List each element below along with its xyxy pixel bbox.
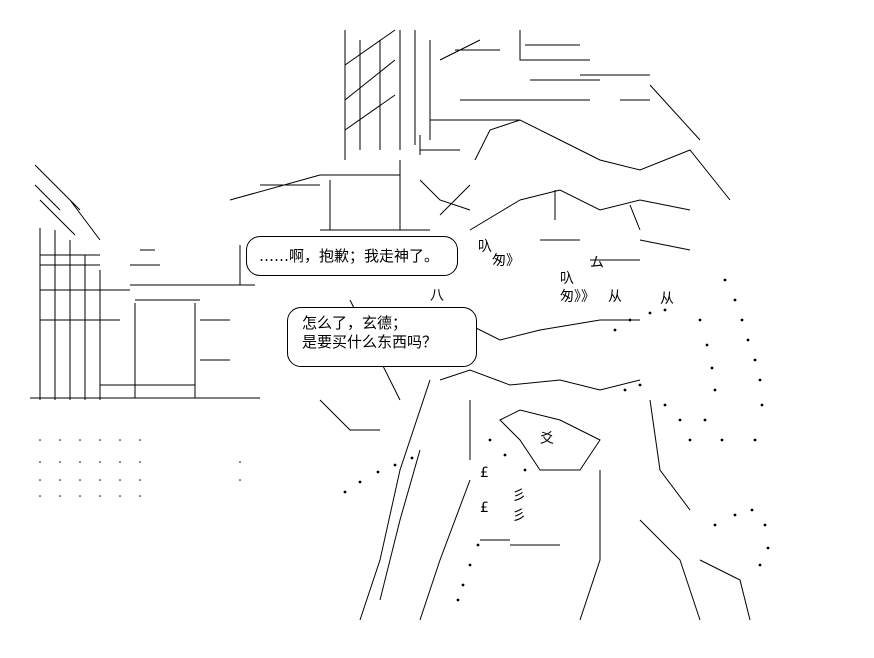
speech-bubble-question: 怎么了，玄德； 是要买什么东西吗？: [287, 307, 477, 367]
art-glyph: 爻: [540, 431, 554, 447]
art-glyph: 从: [660, 291, 674, 307]
dialogue-line: 是要买什么东西吗？: [302, 333, 438, 351]
art-glyph: 叺: [560, 271, 574, 287]
art-glyph: 匆》》: [560, 289, 595, 305]
dialogue-line: ……啊，抱歉；我走神了。: [259, 247, 440, 265]
art-glyph: 彡: [512, 488, 526, 504]
art-glyph: 匆》: [492, 253, 520, 269]
art-glyph: £: [480, 500, 489, 516]
ground-dots: [39, 439, 241, 497]
speech-bubble-apology: ……啊，抱歉；我走神了。: [246, 236, 458, 276]
art-glyph: £: [480, 465, 489, 481]
art-glyph: 从: [608, 289, 622, 305]
art-glyph: ム: [590, 255, 604, 271]
art-glyph: 彡: [512, 508, 526, 524]
left-buildings: [30, 164, 260, 400]
art-glyph: 叺: [478, 239, 492, 255]
art-glyph: 八: [430, 288, 444, 304]
dialogue-line: 怎么了，玄德；: [302, 314, 408, 332]
center-building: [229, 29, 701, 285]
sparkle-trails: [343, 278, 770, 602]
